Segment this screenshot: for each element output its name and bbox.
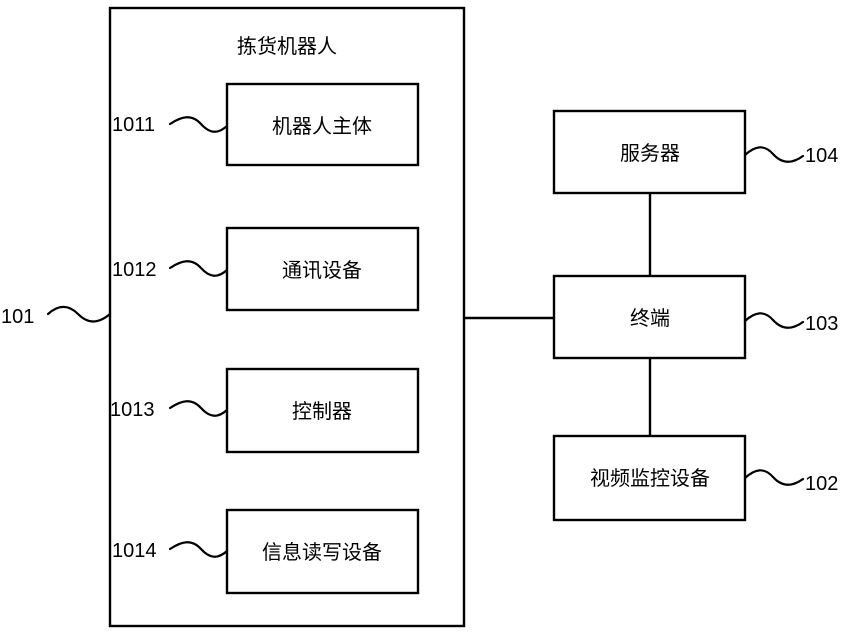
- video-label: 视频监控设备: [590, 466, 710, 490]
- component-ref-1013: 1013: [110, 399, 155, 421]
- component-label-robot-body: 机器人主体: [272, 114, 372, 138]
- component-label-info-rw-device: 信息读写设备: [262, 540, 382, 564]
- video-ref-leader: [745, 470, 803, 484]
- robot-ref: 101: [1, 306, 34, 328]
- video-ref: 102: [805, 473, 838, 495]
- component-ref-1011: 1011: [112, 114, 155, 136]
- component-label-comm-device: 通讯设备: [282, 258, 362, 282]
- component-ref-1014: 1014: [112, 540, 157, 562]
- server-label: 服务器: [620, 141, 680, 165]
- terminal-ref: 103: [805, 313, 838, 335]
- server-ref-leader: [745, 147, 803, 161]
- server-ref: 104: [805, 145, 838, 167]
- terminal-label: 终端: [630, 306, 670, 330]
- component-label-controller: 控制器: [292, 399, 352, 423]
- terminal-ref-leader: [745, 313, 803, 327]
- robot-title: 拣货机器人: [237, 34, 337, 58]
- component-ref-1012: 1012: [112, 259, 157, 281]
- robot-ref-leader: [48, 307, 110, 322]
